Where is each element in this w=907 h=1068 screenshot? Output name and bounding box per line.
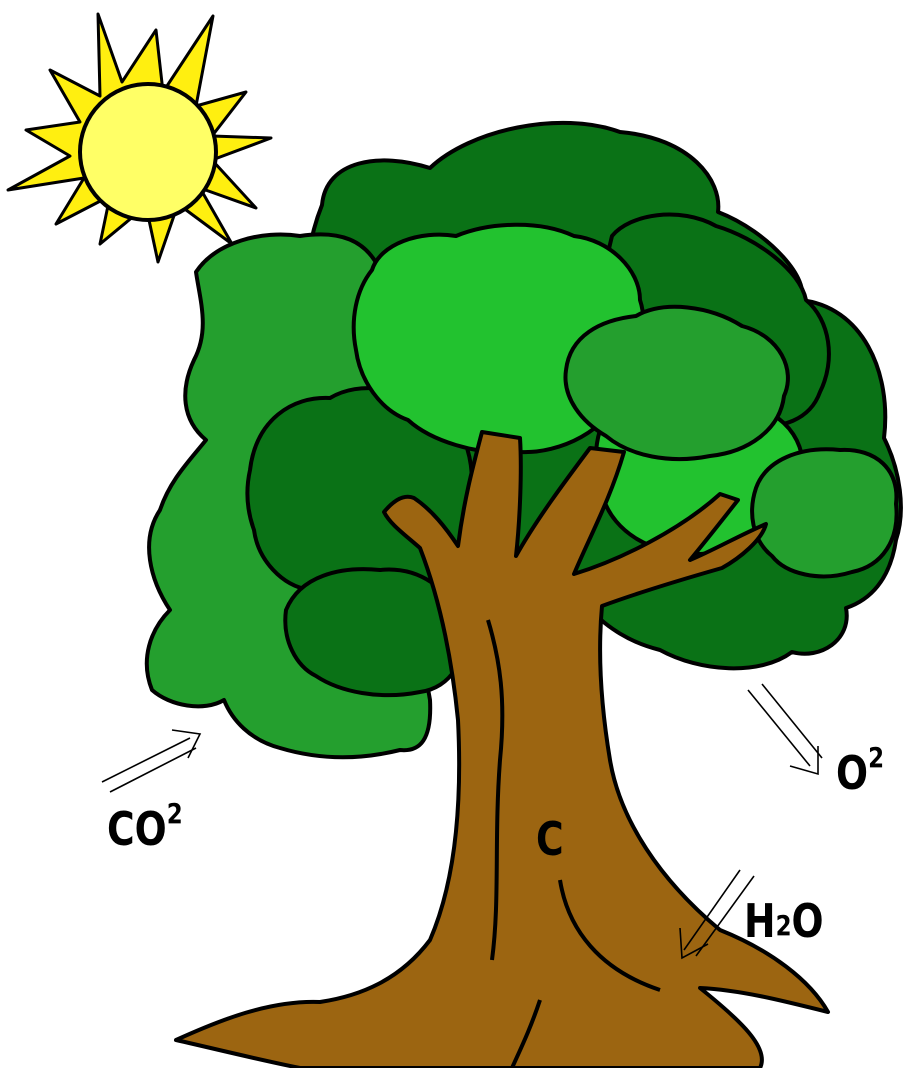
co2-arrow-line-b xyxy=(110,748,196,792)
h2o-label-o: O xyxy=(792,894,824,948)
sun-icon xyxy=(8,14,271,262)
h2o-label-sub: 2 xyxy=(776,909,792,942)
o2-label-main: O xyxy=(836,746,868,800)
o2-arrow-line-b xyxy=(762,684,822,758)
o2-arrow-line-a xyxy=(748,690,810,766)
o2-label-sup: 2 xyxy=(868,741,884,774)
co2-label-main: CO xyxy=(107,802,167,856)
carbon-label: C xyxy=(536,816,564,862)
o2-label: O2 xyxy=(836,750,884,796)
co2-label: CO2 xyxy=(107,806,183,852)
arrow-in-icon xyxy=(102,730,200,792)
arrow-out-icon xyxy=(748,684,822,774)
sun-core xyxy=(80,84,216,220)
co2-arrow-line-a xyxy=(102,738,190,782)
canopy-farright xyxy=(752,449,896,576)
carbon-label-text: C xyxy=(536,812,564,866)
h2o-label-h: H xyxy=(744,894,776,948)
o2-arrow-head xyxy=(790,746,818,774)
h2o-label: H2O xyxy=(744,898,824,944)
co2-label-sup: 2 xyxy=(167,797,183,830)
